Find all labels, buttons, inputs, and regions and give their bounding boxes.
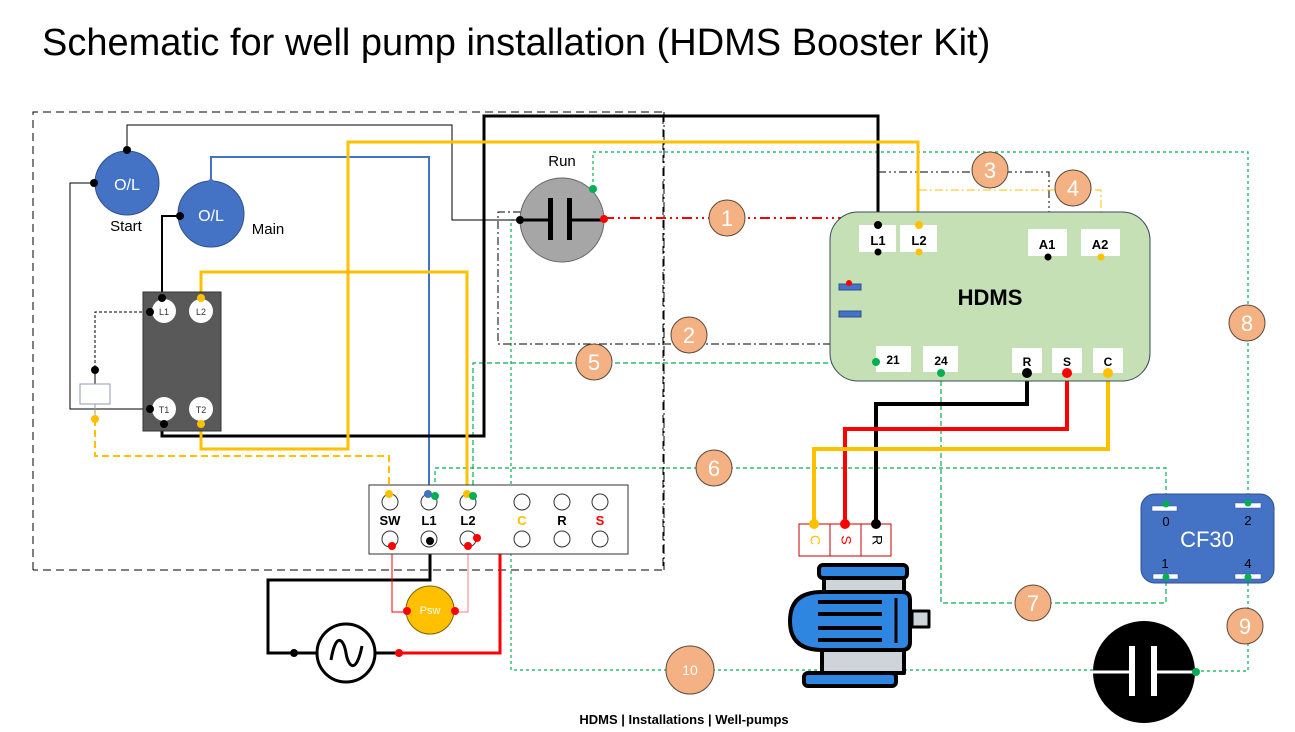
yellow-dashed-sw-wire bbox=[94, 419, 390, 494]
badge-3: 3 bbox=[971, 151, 1009, 189]
badge-number: 8 bbox=[1241, 311, 1253, 336]
contactor-terminal-t2: T2 bbox=[196, 405, 207, 415]
black-wire-main bbox=[160, 114, 880, 438]
badge-number: 7 bbox=[1027, 591, 1039, 616]
badge-6: 6 bbox=[695, 449, 733, 487]
terminal-block-label-c: C bbox=[517, 513, 527, 528]
hdms-terminal-a2: A2 bbox=[1092, 237, 1109, 252]
motor-wires bbox=[812, 373, 1110, 522]
hdms-terminal-21: 21 bbox=[886, 353, 900, 367]
black-wire-ol-main bbox=[161, 215, 180, 298]
badge-number: 2 bbox=[683, 323, 695, 348]
hdms-terminal-24: 24 bbox=[934, 354, 948, 368]
motor-terminal-label-c: C bbox=[807, 535, 823, 545]
start-capacitor[interactable] bbox=[1093, 621, 1200, 723]
motor-terminal-label-s: S bbox=[838, 535, 854, 544]
badge-1: 1 bbox=[708, 199, 746, 237]
cf30-pin-4: 4 bbox=[1244, 556, 1251, 571]
badge-8: 8 bbox=[1228, 304, 1266, 342]
badge-number: 6 bbox=[708, 456, 720, 481]
dotted-sensor-wire bbox=[94, 311, 162, 370]
hdms-terminal-r: R bbox=[1023, 355, 1032, 369]
wire-6 bbox=[434, 467, 1167, 503]
run-capacitor-caption: Run bbox=[548, 153, 576, 170]
psw-wire-right bbox=[455, 545, 469, 613]
hdms-terminal-s: S bbox=[1063, 355, 1071, 369]
terminal-block[interactable]: SW L1 L2 C R S bbox=[368, 484, 629, 555]
contactor-terminal-t1: T1 bbox=[159, 405, 170, 415]
badge-9: 9 bbox=[1226, 607, 1264, 645]
terminal-block-label-s: S bbox=[596, 513, 605, 528]
badge-number: 3 bbox=[984, 158, 996, 183]
badge-7: 7 bbox=[1014, 584, 1052, 622]
hdms-terminal-a1: A1 bbox=[1039, 237, 1056, 252]
overload-main-caption: Main bbox=[252, 221, 285, 238]
page-title: Schematic for well pump installation (HD… bbox=[42, 22, 991, 64]
badge-number: 1 bbox=[721, 206, 733, 231]
terminal-block-label-l1: L1 bbox=[421, 513, 436, 528]
run-capacitor[interactable]: Run bbox=[516, 153, 608, 263]
hdms-unit[interactable]: HDMS L1 L2 A1 A2 21 24 R S C bbox=[829, 211, 1151, 382]
badge-2: 2 bbox=[670, 316, 708, 354]
cf30-pin-1: 1 bbox=[1161, 556, 1168, 571]
badge-4: 4 bbox=[1054, 169, 1092, 207]
badge-number: 4 bbox=[1067, 176, 1079, 201]
cf30-pin-0: 0 bbox=[1162, 514, 1169, 529]
footer-caption: HDMS | Installations | Well-pumps bbox=[579, 712, 789, 727]
contactor-terminal-l1: L1 bbox=[159, 307, 169, 317]
terminal-block-label-r: R bbox=[557, 513, 567, 528]
overload-start-caption: Start bbox=[110, 218, 143, 235]
motor-icon bbox=[788, 563, 931, 688]
cf30-module[interactable]: CF30 0 2 1 4 bbox=[1140, 493, 1275, 584]
badge-number: 5 bbox=[588, 350, 600, 375]
pressure-switch-label: Psw bbox=[420, 605, 441, 617]
hdms-label: HDMS bbox=[958, 285, 1023, 310]
contactor-terminal-l2: L2 bbox=[196, 307, 206, 317]
hdms-terminal-l1: L1 bbox=[870, 233, 885, 248]
badge-10: 10 bbox=[665, 645, 715, 695]
badge-number: 9 bbox=[1239, 614, 1251, 639]
wire-7 bbox=[940, 373, 1167, 604]
hdms-terminal-c: C bbox=[1104, 355, 1113, 369]
pressure-switch[interactable]: Psw bbox=[403, 585, 459, 635]
blue-wire bbox=[210, 156, 430, 494]
current-sensor bbox=[79, 366, 111, 423]
overload-start-label: O/L bbox=[114, 177, 140, 194]
terminal-block-label-l2: L2 bbox=[460, 513, 475, 528]
wire-5 bbox=[472, 362, 876, 496]
overload-main-label: O/L bbox=[198, 208, 224, 225]
ac-source-icon bbox=[290, 622, 403, 684]
supply-neutral-wire bbox=[266, 541, 432, 655]
overload-main[interactable]: O/L Main bbox=[176, 179, 285, 248]
hdms-terminal-l2: L2 bbox=[911, 233, 926, 248]
yellow-wires bbox=[199, 140, 920, 494]
cf30-pin-2: 2 bbox=[1244, 513, 1251, 528]
overload-start[interactable]: O/L Start bbox=[90, 146, 160, 235]
cf30-label: CF30 bbox=[1180, 527, 1234, 552]
badge-5: 5 bbox=[575, 343, 613, 381]
badge-number: 10 bbox=[682, 662, 698, 678]
motor-terminal-label-r: R bbox=[869, 535, 885, 545]
terminal-block-label-sw: SW bbox=[380, 513, 402, 528]
control-box-outline bbox=[32, 111, 664, 571]
contactor[interactable]: L1 L2 T1 T2 bbox=[142, 291, 222, 432]
